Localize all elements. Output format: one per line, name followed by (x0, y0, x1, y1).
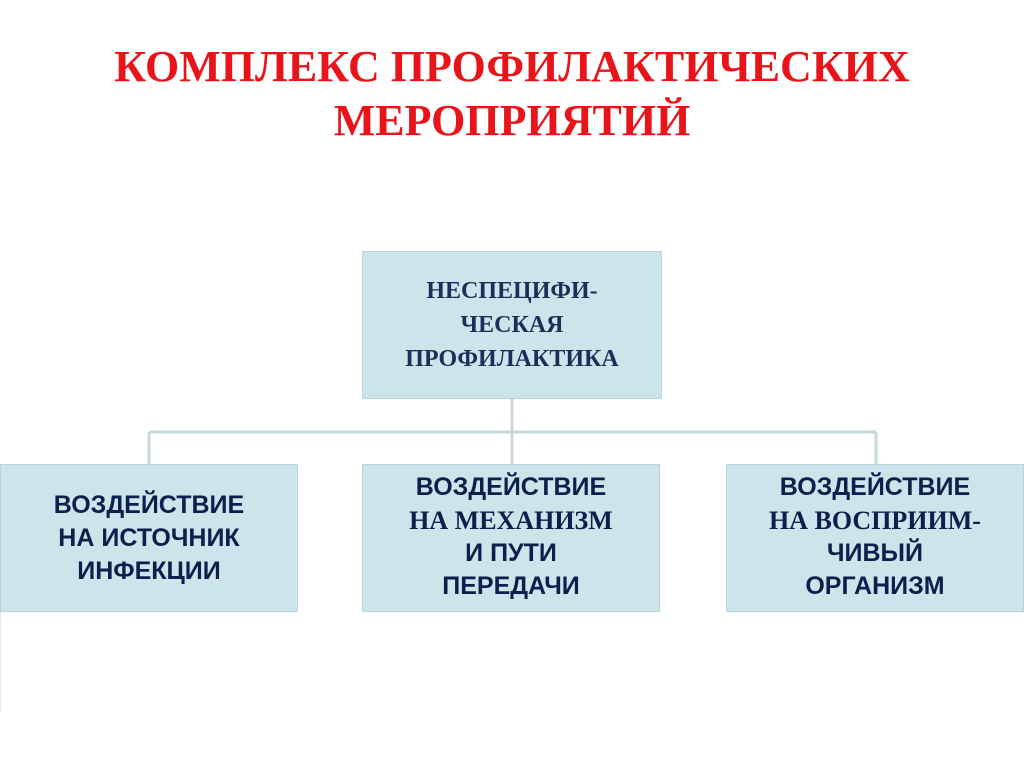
child-3-line-4: ОРГАНИЗМ (805, 572, 945, 600)
child-1-line-3: ИНФЕКЦИИ (77, 556, 221, 585)
child-node-infection-source: ВОЗДЕЙСТВИЕ НА ИСТОЧНИК ИНФЕКЦИИ (0, 464, 298, 612)
root-node-nonspecific-prophylaxis: НЕСПЕЦИФИ- ЧЕСКАЯ ПРОФИЛАКТИКА (362, 251, 662, 399)
title-line-1: КОМПЛЕКС ПРОФИЛАКТИЧЕСКИХ (114, 42, 910, 91)
child-2-line-1: ВОЗДЕЙСТВИЕ (415, 473, 607, 501)
child-2-line-2: НА МЕХАНИЗМ (409, 506, 613, 535)
slide-title: КОМПЛЕКС ПРОФИЛАКТИЧЕСКИХ МЕРОПРИЯТИЙ (0, 40, 1024, 148)
child-2-line-4: ПЕРЕДАЧИ (442, 572, 580, 600)
child-3-line-2: НА ВОСПРИИМ- (769, 506, 981, 535)
root-line-3: ПРОФИЛАКТИКА (405, 346, 619, 372)
root-line-1: НЕСПЕЦИФИ- (426, 278, 598, 304)
child-node-transmission-mechanism: ВОЗДЕЙСТВИЕ НА МЕХАНИЗМ И ПУТИ ПЕРЕДАЧИ (362, 464, 660, 612)
root-line-2: ЧЕСКАЯ (460, 312, 564, 338)
child-2-line-3: И ПУТИ (465, 539, 557, 567)
child-node-susceptible-organism: ВОЗДЕЙСТВИЕ НА ВОСПРИИМ- ЧИВЫЙ ОРГАНИЗМ (726, 464, 1024, 612)
child-1-line-2: НА ИСТОЧНИК (58, 523, 240, 552)
slide-edge-divider (0, 612, 1, 712)
child-3-line-3: ЧИВЫЙ (826, 539, 924, 567)
child-1-line-1: ВОЗДЕЙСТВИЕ (53, 490, 245, 519)
child-3-line-1: ВОЗДЕЙСТВИЕ (779, 473, 971, 501)
title-line-2: МЕРОПРИЯТИЙ (333, 96, 691, 145)
